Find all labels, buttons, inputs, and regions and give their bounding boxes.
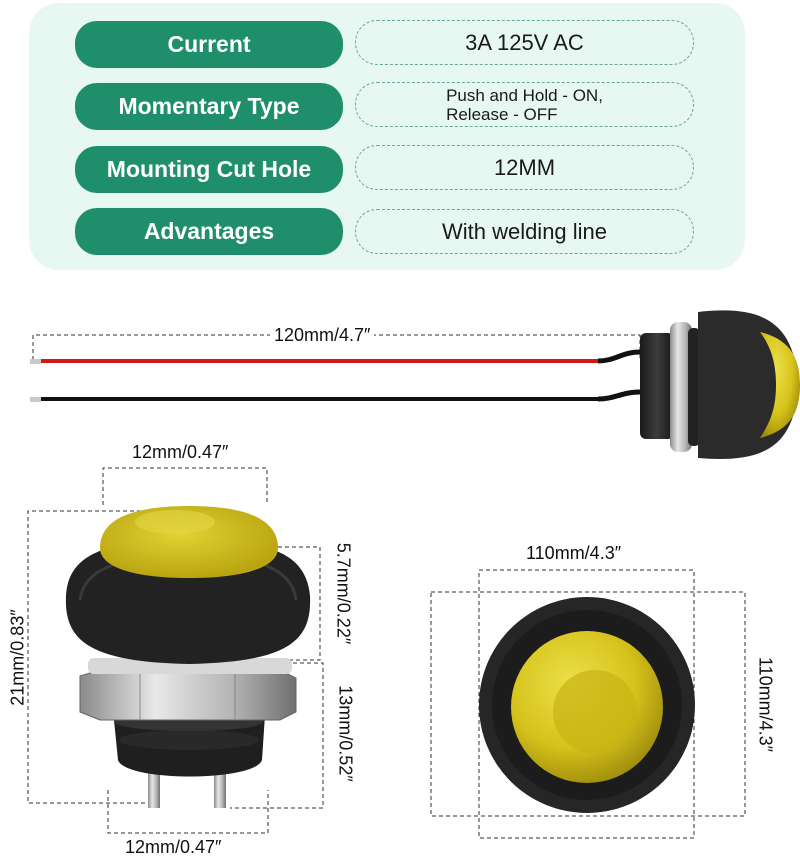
body-height-label: 13mm/0.52″ bbox=[335, 685, 356, 782]
top-view-width-label: 110mm/4.3″ bbox=[526, 543, 622, 563]
spec-value-momentary-type: Push and Hold - ON, Release - OFF bbox=[355, 82, 694, 127]
wired-switch bbox=[30, 310, 800, 459]
spec-label-advantages: Advantages bbox=[75, 208, 343, 255]
spec-label-mounting-cut-hole: Mounting Cut Hole bbox=[75, 146, 343, 193]
spec-value-advantages: With welding line bbox=[355, 209, 694, 254]
top-view-switch bbox=[430, 569, 746, 839]
cap-height-label: 5.7mm/0.22″ bbox=[333, 542, 354, 645]
red-wire-tip bbox=[30, 359, 41, 364]
side-top-width-label: 12mm/0.47″ bbox=[132, 442, 229, 462]
side-bottom-width-label: 12mm/0.47″ bbox=[125, 837, 222, 857]
side-total-height-label: 21mm/0.83″ bbox=[7, 609, 28, 706]
side-view-switch bbox=[27, 467, 324, 834]
top-view-height-label: 110mm/4.3″ bbox=[755, 656, 776, 753]
spec-value-momentary-line2: Release - OFF bbox=[446, 104, 558, 124]
spec-value-mounting-cut-hole: 12MM bbox=[355, 145, 694, 190]
black-wire-tip bbox=[30, 397, 41, 402]
spec-value-momentary-line1: Push and Hold - ON, bbox=[446, 85, 603, 105]
wire-length-label: 120mm/4.7″ bbox=[270, 325, 375, 346]
spec-value-current: 3A 125V AC bbox=[355, 20, 694, 65]
spec-label-momentary-type: Momentary Type bbox=[75, 83, 343, 130]
spec-label-current: Current bbox=[75, 21, 343, 68]
